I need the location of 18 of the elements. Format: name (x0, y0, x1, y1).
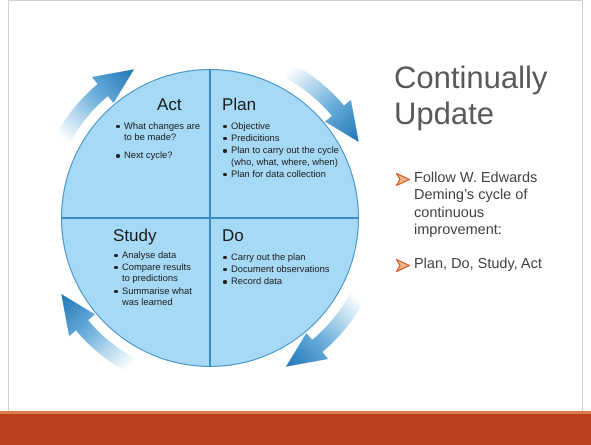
bullet-item: Plan for data collection (222, 168, 340, 180)
bullet-item: Predicitions (222, 132, 340, 144)
bullet-item: Next cycle? (115, 149, 203, 161)
bullet-item: Compare results to predictions (113, 260, 201, 284)
quadrant-heading: Plan (222, 96, 258, 115)
bullet-item: Carry out the plan (222, 250, 340, 262)
bullet-item: What changes are to be made? (115, 120, 203, 142)
bullet-item: Analyse data (113, 248, 201, 260)
slide-title: Continually Update (394, 60, 548, 133)
bullet-text: Follow W. Edwards Deming’s cycle of continuous improvement: (414, 170, 538, 240)
quadrant-heading: Act (156, 96, 183, 115)
bullet-text: Plan, Do, Study, Act (414, 256, 543, 274)
bullet-item: Record data (222, 275, 340, 287)
bullet-item: Plan to carry out the cycle (who, what, where, when) (222, 144, 340, 167)
quadrant-heading: Study (113, 227, 158, 246)
quadrant-heading: Do (222, 227, 245, 246)
bullet-item: Summarise what was learned (113, 284, 201, 308)
bullet-item: Document observations (222, 262, 340, 274)
